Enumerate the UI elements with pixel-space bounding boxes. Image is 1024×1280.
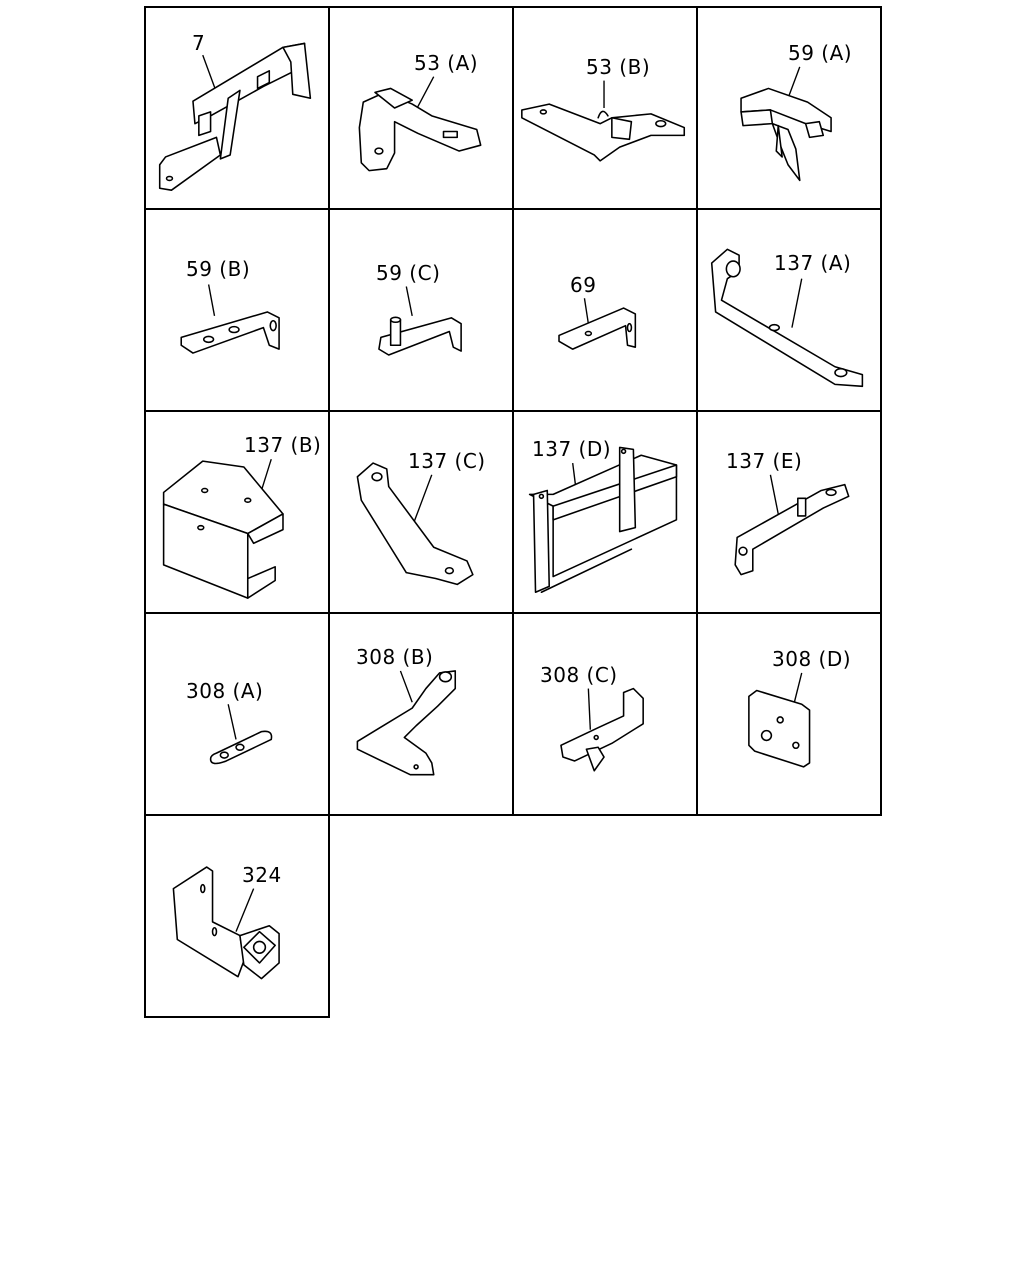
bracket-53a-drawing bbox=[358, 76, 482, 172]
bracket-137c-drawing bbox=[356, 462, 474, 586]
part-label-53b: 53 (B) bbox=[586, 55, 651, 79]
part-cell-137d: 137 (D) bbox=[512, 410, 698, 614]
bracket-308b-drawing bbox=[356, 670, 457, 776]
part-cell-53b: 53 (B) bbox=[512, 6, 698, 210]
bracket-69-drawing bbox=[558, 298, 637, 350]
part-label-137a: 137 (A) bbox=[774, 251, 852, 275]
bracket-59a-drawing bbox=[740, 66, 832, 182]
part-cell-69: 69 bbox=[512, 208, 698, 412]
bracket-137e-drawing bbox=[734, 474, 850, 576]
bracket-7-drawing bbox=[158, 42, 312, 191]
part-cell-53a: 53 (A) bbox=[328, 6, 514, 210]
bracket-137b-drawing bbox=[162, 458, 284, 599]
part-label-59c: 59 (C) bbox=[376, 261, 441, 285]
part-label-53a: 53 (A) bbox=[414, 51, 479, 75]
part-cell-59c: 59 (C) bbox=[328, 208, 514, 412]
bracket-308d-drawing bbox=[748, 672, 811, 768]
bracket-308c-drawing bbox=[560, 687, 644, 772]
bracket-59c-drawing bbox=[378, 286, 462, 356]
part-label-59a: 59 (A) bbox=[788, 41, 853, 65]
part-label-137b: 137 (B) bbox=[244, 433, 322, 457]
bracket-137a-drawing bbox=[710, 248, 864, 388]
part-label-69: 69 bbox=[570, 273, 597, 297]
bracket-137d-drawing bbox=[528, 446, 678, 594]
part-cell-137e: 137 (E) bbox=[696, 410, 882, 614]
bracket-324-drawing bbox=[172, 866, 280, 980]
part-label-324: 324 bbox=[242, 863, 282, 887]
part-cell-7: 7 bbox=[144, 6, 330, 210]
part-cell-137c: 137 (C) bbox=[328, 410, 514, 614]
bracket-53b-drawing bbox=[521, 80, 686, 162]
bracket-59b-drawing bbox=[180, 284, 280, 354]
part-label-308b: 308 (B) bbox=[356, 645, 434, 669]
part-label-137d: 137 (D) bbox=[532, 437, 612, 461]
part-cell-308c: 308 (C) bbox=[512, 612, 698, 816]
bracket-308a-drawing bbox=[209, 704, 273, 765]
part-cell-324: 324 bbox=[144, 814, 330, 1018]
part-label-308a: 308 (A) bbox=[186, 679, 264, 703]
part-cell-308b: 308 (B) bbox=[328, 612, 514, 816]
part-label-137e: 137 (E) bbox=[726, 449, 803, 473]
part-cell-137b: 137 (B) bbox=[144, 410, 330, 614]
parts-grid: 7 53 (A) 53 (B) bbox=[144, 6, 882, 1018]
part-label-308c: 308 (C) bbox=[540, 663, 618, 687]
part-label-59b: 59 (B) bbox=[186, 257, 251, 281]
part-cell-59b: 59 (B) bbox=[144, 208, 330, 412]
part-cell-59a: 59 (A) bbox=[696, 6, 882, 210]
part-label-7: 7 bbox=[192, 31, 206, 55]
part-cell-308a: 308 (A) bbox=[144, 612, 330, 816]
part-cell-137a: 137 (A) bbox=[696, 208, 882, 412]
part-label-137c: 137 (C) bbox=[408, 449, 486, 473]
part-cell-308d: 308 (D) bbox=[696, 612, 882, 816]
part-label-308d: 308 (D) bbox=[772, 647, 852, 671]
